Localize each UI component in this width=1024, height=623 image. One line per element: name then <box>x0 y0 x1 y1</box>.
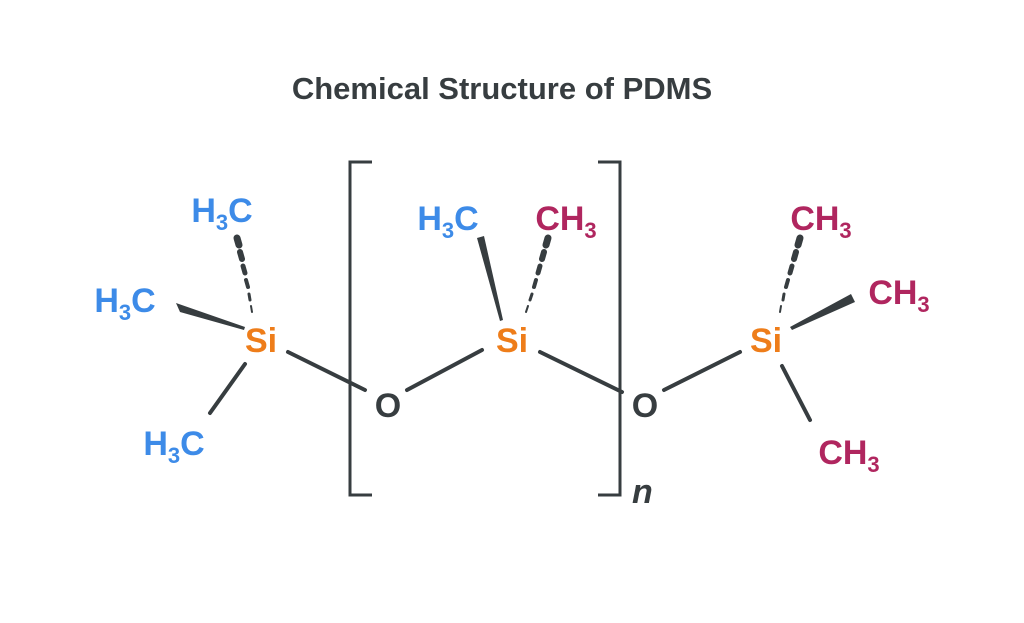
silicon-atom: Si <box>245 322 277 360</box>
repeat-index-n: n <box>632 473 653 511</box>
oxygen-atom: O <box>375 387 401 425</box>
wedge-bond <box>477 236 503 321</box>
silicon-atom: Si <box>750 322 782 360</box>
methyl-label: CH3 <box>868 274 929 317</box>
methyl-label: CH3 <box>818 434 879 477</box>
wedge-bond <box>790 294 855 330</box>
bond <box>662 350 742 392</box>
hashed-bond <box>233 234 253 313</box>
bond <box>208 362 247 415</box>
methyl-label: H3C <box>417 200 478 243</box>
methyl-label: H3C <box>143 425 204 468</box>
silicon-atom: Si <box>496 322 528 360</box>
methyl-label: H3C <box>94 282 155 325</box>
hashed-bond <box>779 234 804 313</box>
bond <box>286 350 367 392</box>
methyl-label: CH3 <box>535 200 596 243</box>
wedge-bond <box>176 303 245 330</box>
right-terminal-group: O CH3 CH3 CH3 Si <box>632 200 930 477</box>
bond <box>538 350 624 394</box>
right-bracket <box>598 160 622 497</box>
methyl-label: CH3 <box>790 200 851 243</box>
hashed-bond <box>525 234 552 313</box>
bond <box>780 364 812 422</box>
left-terminal-group: H3C H3C H3C Si <box>94 192 367 468</box>
diagram-title: Chemical Structure of PDMS <box>292 71 712 106</box>
methyl-label: H3C <box>191 192 252 235</box>
oxygen-atom: O <box>632 387 658 425</box>
left-bracket <box>348 160 372 497</box>
repeat-unit: O H3C CH3 Si <box>375 200 624 425</box>
bond <box>405 348 484 392</box>
